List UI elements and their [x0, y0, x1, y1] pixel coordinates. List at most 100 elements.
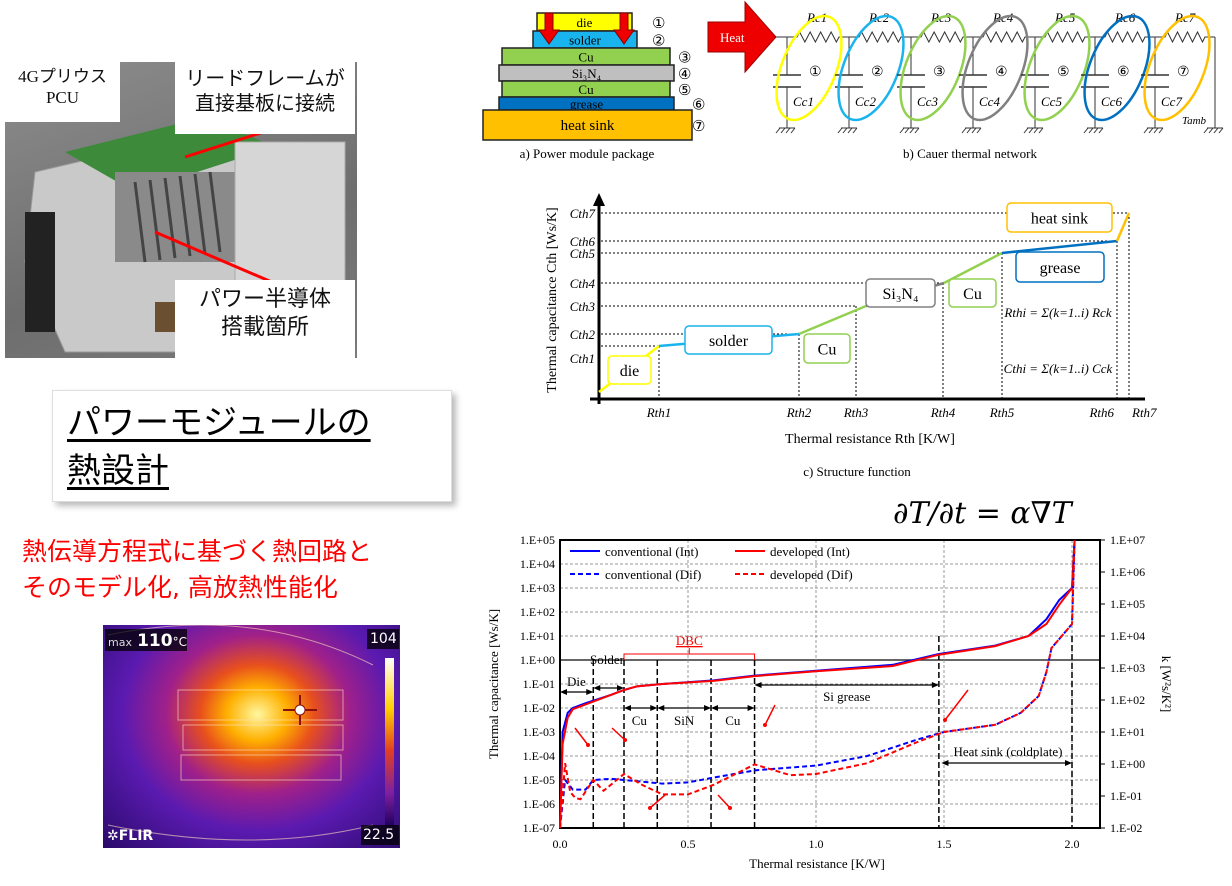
- ground-icon: [1083, 127, 1104, 134]
- node-number-4: ④: [995, 65, 1008, 80]
- title-line2: 熱設計: [67, 451, 169, 491]
- node-number-1: ①: [809, 65, 822, 80]
- y2-tick-label: 1.E+00: [1110, 757, 1145, 771]
- legend-label: conventional (Int): [605, 544, 699, 559]
- group-ring-6: [1083, 14, 1151, 122]
- annotation-cu1: Cu: [632, 713, 648, 728]
- heatsink-span-arrow-head: [1065, 760, 1072, 766]
- box-cu2: [948, 278, 997, 308]
- max-prefix: max: [108, 636, 132, 649]
- y-tick-label: 1.E-01: [523, 677, 555, 691]
- box-label-cu2: Cu: [963, 286, 982, 303]
- solder-span-arrow-head: [593, 685, 601, 691]
- ground-icon: [1023, 127, 1044, 134]
- y-tick-label: 1.E-07: [523, 821, 555, 835]
- model-label-line1: 4Gプリウス: [18, 67, 107, 86]
- layer-label-0: die: [577, 15, 593, 30]
- layer-number-0: ①: [652, 16, 665, 32]
- structure-segment-5: [943, 251, 1003, 285]
- cauer-network: HeatRc1①Cc1Rc2②Cc2Rc3③Cc3Rc4④Cc4Rc5⑤Cc5R…: [707, 0, 1224, 161]
- node-number-3: ③: [933, 65, 946, 80]
- semiconductor-label: パワー半導体 搭載箇所: [175, 280, 355, 360]
- box-label-solder: solder: [709, 333, 749, 350]
- layer-number-1: ②: [652, 34, 665, 50]
- series-developed-int-: [559, 539, 1076, 829]
- legend-label: developed (Dif): [770, 567, 853, 582]
- crosshair-icon: [283, 695, 317, 725]
- heatsink-span-arrow-head: [941, 760, 949, 766]
- group-ring-2: [837, 14, 905, 122]
- chart-y2label: k [W²s/K²]: [1159, 656, 1174, 713]
- pcu-model-label: 4Gプリウス PCU: [5, 62, 120, 122]
- heat-input-arrow: [707, 0, 777, 74]
- box-label-heatsink: heat sink: [1031, 211, 1088, 228]
- cu2-span-arrow-head: [711, 705, 719, 711]
- legend-label: conventional (Dif): [605, 567, 701, 582]
- highlight-arrow-head: [586, 743, 590, 747]
- solder-span-arrow-head: [617, 685, 624, 691]
- y2-tick-label: 1.E+06: [1110, 565, 1145, 579]
- r-tick-1: Rth1: [646, 405, 672, 420]
- c-tick-2: Cth2: [570, 327, 596, 342]
- semiconductor-line2: 搭載箇所: [220, 314, 309, 340]
- annotation-dbc: DBC: [676, 633, 703, 648]
- legend-label: developed (Int): [770, 544, 850, 559]
- structure-segment-7: [1115, 212, 1131, 242]
- highlight-arrow: [611, 727, 626, 741]
- highlight-arrow: [649, 794, 666, 809]
- box-label-die: die: [620, 363, 640, 380]
- y-tick-label: 1.E+00: [520, 653, 555, 667]
- highlight-arrow: [944, 689, 969, 721]
- ground-icon: [837, 127, 858, 134]
- layer-number-5: ⑥: [692, 98, 705, 114]
- highlight-arrow: [574, 727, 589, 746]
- flir-brand: FLIR: [118, 828, 154, 844]
- ground-icon: [1203, 127, 1224, 134]
- annotation-heatsink: Heat sink (coldplate): [953, 744, 1062, 759]
- y2-tick-label: 1.E+04: [1110, 629, 1145, 643]
- node-number-5: ⑤: [1057, 65, 1070, 80]
- page-title: パワーモジュールの 熱設計: [52, 390, 452, 502]
- highlight-arrow-head: [623, 738, 627, 742]
- ground-icon: [961, 127, 982, 134]
- capacitor-label-1: Cc1: [793, 94, 814, 109]
- layer-label-1: solder: [569, 33, 601, 48]
- x-tick-label: 1.5: [937, 837, 952, 851]
- structure-ylabel: Thermal capacitance Cth [Ws/K]: [545, 207, 560, 392]
- lead-frame-line1: リードフレームが: [185, 66, 345, 90]
- box-grease: [1015, 251, 1105, 283]
- highlight-arrow-head: [648, 806, 652, 810]
- x-tick-label: 0.5: [681, 837, 696, 851]
- annotation-die: Die: [567, 674, 586, 689]
- capacitor-label-5: Cc5: [1041, 94, 1062, 109]
- r-tick-4: Rth4: [930, 405, 956, 420]
- y-tick-label: 1.E-02: [523, 701, 555, 715]
- y-tick-label: 1.E+03: [520, 581, 555, 595]
- structure-function-chart: 1.E+051.E+041.E+031.E+021.E+011.E+001.E-…: [486, 533, 1174, 871]
- c-tick-4: Cth4: [570, 276, 596, 291]
- lead-frame-line2: 直接基板に接続: [195, 91, 335, 115]
- annotation-cu2: Cu: [725, 713, 741, 728]
- cu1-span-arrow-head: [650, 705, 658, 711]
- r-tick-2: Rth2: [786, 405, 812, 420]
- sin-span-arrow-head: [704, 705, 712, 711]
- r-tick-6: Rth6: [1088, 405, 1114, 420]
- c-tick-7: Cth7: [570, 206, 596, 221]
- structure-segment-6: [1001, 239, 1118, 255]
- layer-number-4: ⑤: [678, 83, 691, 99]
- node-number-6: ⑥: [1117, 65, 1130, 80]
- thermal-image: max 110°C 104 22.5 ✲FLIR: [103, 625, 400, 848]
- chart-ylabel: Thermal capacitance [Ws/K]: [486, 609, 501, 759]
- max-value: 110: [137, 631, 173, 651]
- heat-equation: ∂T/∂t = α∇T: [893, 496, 1072, 531]
- c-tick-1: Cth1: [570, 351, 595, 366]
- y2-tick-label: 1.E+01: [1110, 725, 1145, 739]
- layer-label-5: grease: [570, 97, 603, 112]
- y2-tick-label: 1.E+03: [1110, 661, 1145, 675]
- y-tick-label: 1.E+05: [520, 533, 555, 547]
- grease-span-arrow-head: [754, 682, 762, 688]
- max-temperature: max 110°C: [108, 631, 187, 651]
- group-ring-4: [961, 14, 1029, 122]
